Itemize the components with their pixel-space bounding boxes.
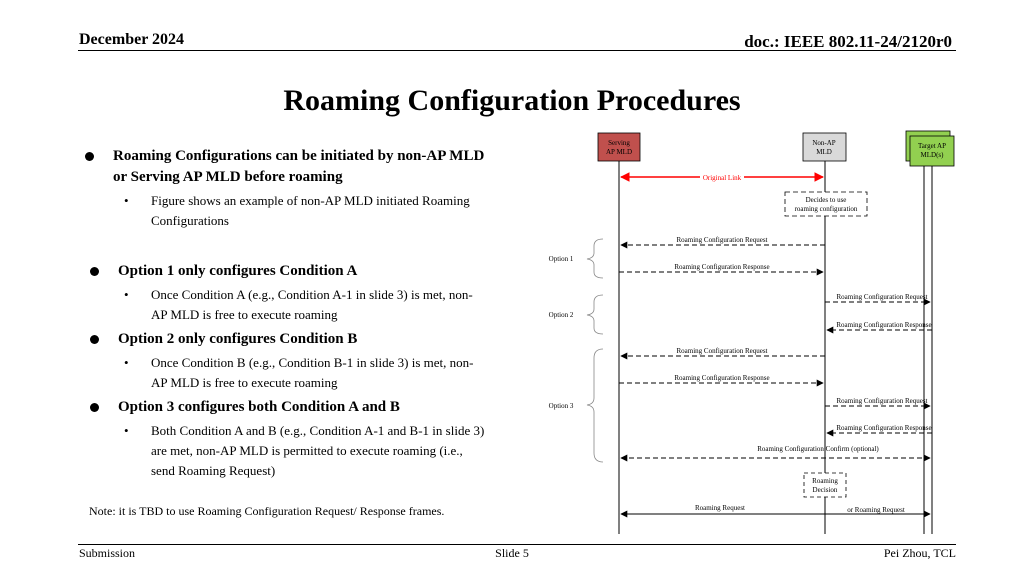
option1-brace: [586, 238, 604, 279]
decides-label-2: roaming configuration: [795, 205, 858, 213]
msg-9-label: Roaming Configuration Confirm (optional): [757, 445, 879, 453]
decision-label-1: Roaming: [812, 477, 838, 485]
bullet-option1-heading: Option 1 only configures Condition A: [118, 263, 358, 279]
msg-1-label: Roaming Configuration Request: [677, 236, 768, 244]
slide-title: Roaming Configuration Procedures: [283, 84, 741, 117]
option3-brace: [586, 348, 604, 463]
footer-submission: Submission: [79, 546, 136, 560]
msg-6-label: Roaming Configuration Response: [674, 374, 769, 382]
sub-option1: • Once Condition A (e.g., Condition A-1 …: [124, 285, 473, 325]
sub-option2-line1: Once Condition B (e.g., Condition B-1 in…: [151, 355, 474, 370]
sub-option3: • Both Condition A and B (e.g., Conditio…: [124, 421, 485, 481]
sub-option3-line2: are met, non-AP MLD is permitted to exec…: [151, 443, 463, 458]
msg-4-label: Roaming Configuration Response: [836, 321, 931, 329]
bullet-option3-heading: Option 3 configures both Condition A and…: [118, 399, 400, 415]
roaming-request-left-label: Roaming Request: [695, 504, 745, 512]
msg-3-label: Roaming Configuration Request: [837, 293, 928, 301]
msg-5-label: Roaming Configuration Request: [677, 347, 768, 355]
msg-7-label: Roaming Configuration Request: [837, 397, 928, 405]
sub-intro-line2: Configurations: [151, 213, 229, 228]
footer-slide-number: Slide 5: [495, 546, 529, 560]
sub-option2: • Once Condition B (e.g., Condition B-1 …: [124, 353, 474, 393]
nonap-mld-box: Non-AP MLD: [802, 132, 847, 162]
tbd-note: Note: it is TBD to use Roaming Configura…: [89, 504, 445, 518]
footer-rule: [78, 544, 956, 545]
sub-option2-line2: AP MLD is free to execute roaming: [151, 375, 338, 390]
option1-label: Option 1: [549, 255, 574, 263]
sub-intro-line1: Figure shows an example of non-AP MLD in…: [151, 193, 470, 208]
bullet-dot: [90, 267, 99, 276]
sub-intro: • Figure shows an example of non-AP MLD …: [124, 191, 470, 231]
target-label-2: MLD(s): [921, 151, 945, 159]
roaming-request-right-label: or Roaming Request: [847, 506, 905, 514]
bullet-option1: Option 1 only configures Condition A: [90, 261, 358, 282]
bullet-intro: Roaming Configurations can be initiated …: [85, 146, 485, 188]
bullet-dot: [90, 403, 99, 412]
roaming-decision-box: Roaming Decision: [803, 472, 847, 498]
original-link-label: Original Link: [703, 174, 742, 182]
decides-label-1: Decides to use: [806, 196, 847, 204]
nonap-label-2: MLD: [816, 148, 832, 156]
header-rule: [78, 50, 956, 51]
bullet-option2: Option 2 only configures Condition B: [90, 329, 358, 350]
option3-label: Option 3: [549, 402, 574, 410]
option2-label: Option 2: [549, 311, 574, 319]
msg-8-label: Roaming Configuration Response: [836, 424, 931, 432]
nonap-label-1: Non-AP: [812, 139, 835, 147]
serving-ap-mld-box: Serving AP MLD: [597, 132, 641, 162]
bullet-option3: Option 3 configures both Condition A and…: [90, 397, 400, 418]
footer-author: Pei Zhou, TCL: [883, 546, 956, 560]
target-label-1: Target AP: [918, 142, 946, 150]
sub-option1-line2: AP MLD is free to execute roaming: [151, 307, 338, 322]
sub-option1-line1: Once Condition A (e.g., Condition A-1 in…: [151, 287, 473, 302]
serving-label-1: Serving: [608, 139, 630, 147]
msg-2-label: Roaming Configuration Response: [674, 263, 769, 271]
bullet-intro-line2: or Serving AP MLD before roaming: [113, 169, 343, 185]
serving-label-2: AP MLD: [606, 148, 632, 156]
bullet-intro-line1: Roaming Configurations can be initiated …: [113, 148, 485, 164]
option2-brace: [586, 294, 604, 335]
target-ap-mld-box: Target AP MLD(s): [905, 130, 955, 167]
bullet-option2-heading: Option 2 only configures Condition B: [118, 331, 358, 347]
header-date: December 2024: [79, 31, 184, 48]
sub-option3-line1: Both Condition A and B (e.g., Condition …: [151, 423, 485, 438]
bullet-dot: [85, 152, 94, 161]
decides-box: Decides to use roaming configuration: [784, 191, 868, 217]
sub-option3-line3: send Roaming Request): [151, 463, 276, 478]
bullet-dot: [90, 335, 99, 344]
header-doc-id: doc.: IEEE 802.11-24/2120r0: [744, 32, 952, 51]
decision-label-2: Decision: [813, 486, 838, 494]
